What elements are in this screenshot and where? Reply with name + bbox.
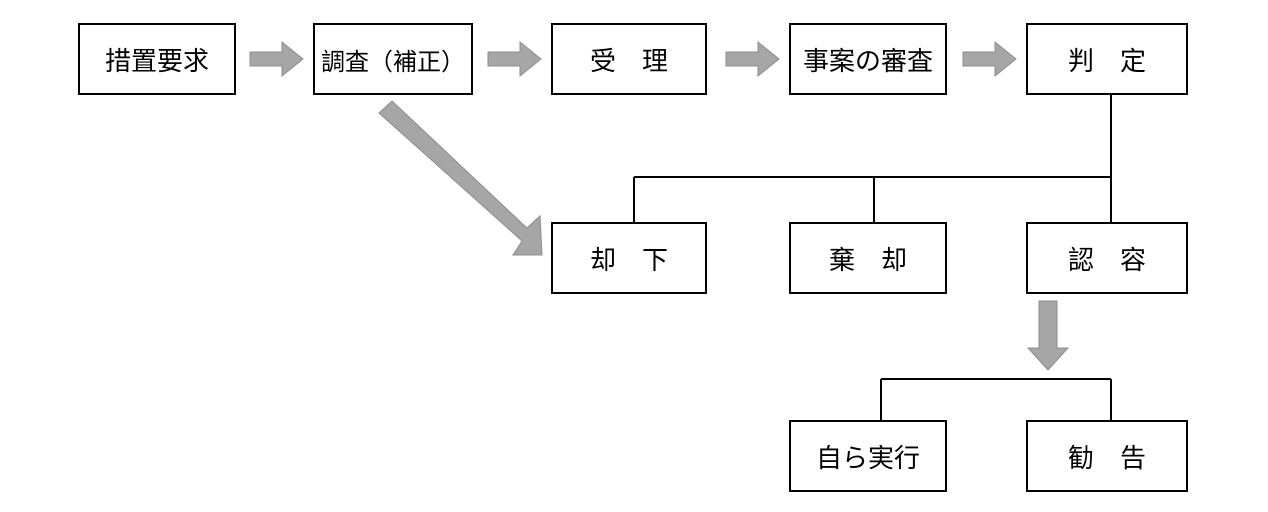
arrow-jian-to-hantei [962, 40, 1017, 78]
box-label: 自ら実行 [815, 443, 920, 474]
arrow-chosa-to-juri [487, 40, 542, 78]
box-label: 調査（補正） [321, 47, 465, 76]
arrow-ninyo-down [1026, 300, 1070, 371]
arrow-juri-to-jian [725, 40, 780, 78]
box-ninyo: 認 容 [1026, 222, 1188, 294]
box-label: 事案の審査 [802, 46, 933, 77]
box-label: 受 理 [589, 46, 668, 77]
box-hantei: 判 定 [1026, 23, 1188, 95]
box-label: 棄 却 [828, 245, 907, 276]
box-kyakka: 却 下 [551, 222, 707, 294]
box-sochi-yokyu: 措置要求 [78, 23, 236, 95]
box-chosa-hosei: 調査（補正） [313, 23, 473, 95]
box-label: 判 定 [1067, 46, 1146, 77]
box-kikyaku: 棄 却 [789, 222, 947, 294]
arrow-sochi-to-chosa [249, 40, 304, 78]
box-juri: 受 理 [551, 23, 707, 95]
box-kankoku: 勧 告 [1026, 420, 1188, 492]
arrow-chosa-to-kyakka [378, 100, 543, 256]
box-label: 勧 告 [1067, 443, 1146, 474]
box-label: 認 容 [1067, 245, 1146, 276]
box-mizukara-jikko: 自ら実行 [789, 420, 947, 492]
box-label: 措置要求 [104, 46, 209, 77]
box-label: 却 下 [589, 245, 668, 276]
box-jian-shinsa: 事案の審査 [789, 23, 947, 95]
